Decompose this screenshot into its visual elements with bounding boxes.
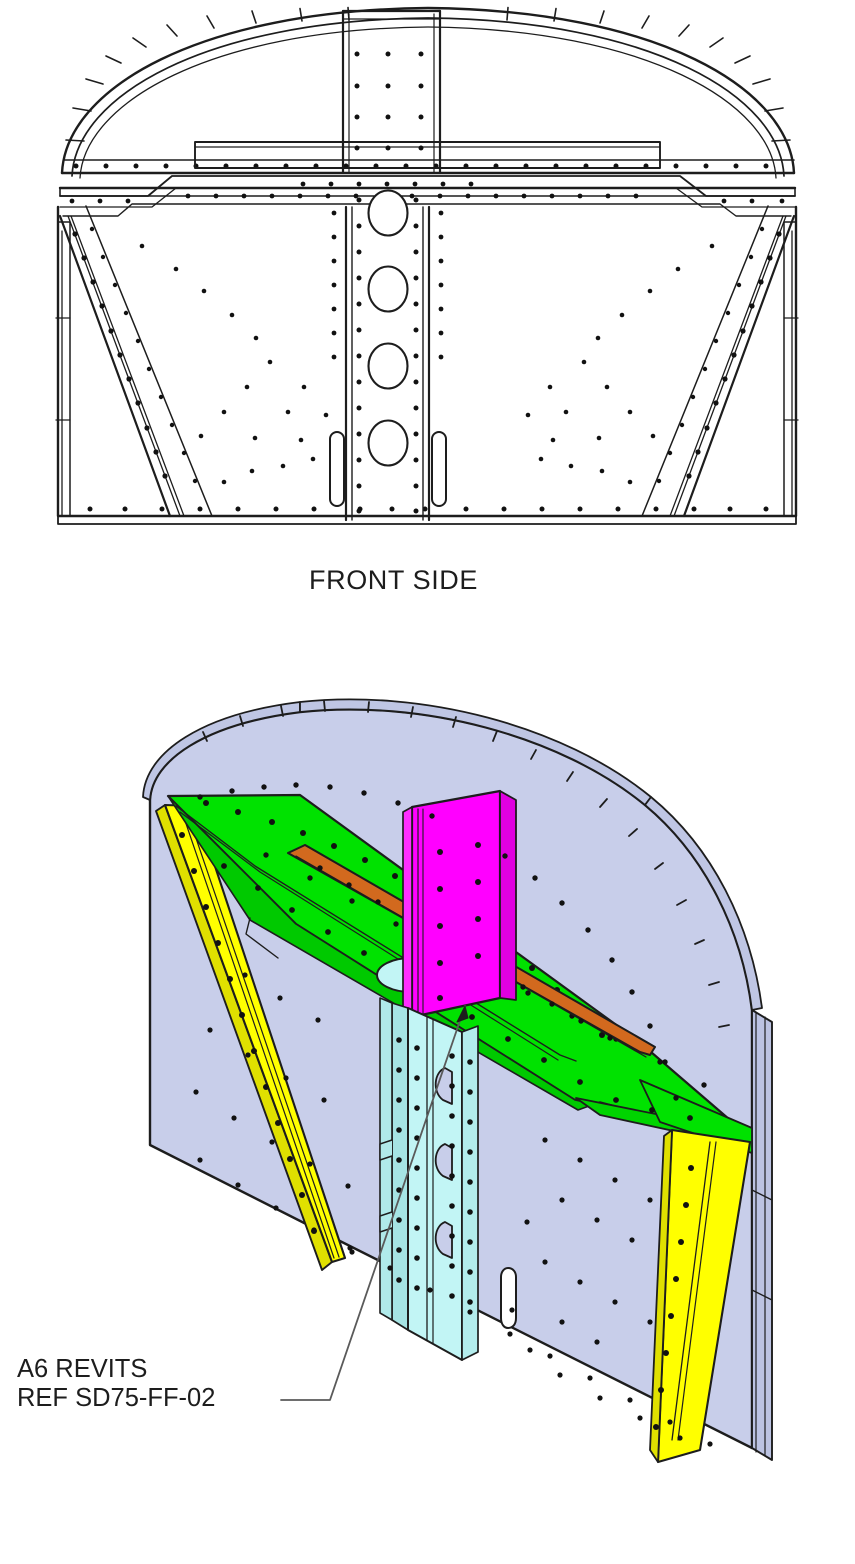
iso-cyan-stiffener-column xyxy=(379,997,479,1361)
callout-arrow-head xyxy=(456,1005,469,1023)
front-column-rivets xyxy=(356,197,419,514)
iso-right-edge-flange xyxy=(751,1009,773,1461)
callout-leader-line xyxy=(280,1005,466,1401)
front-arc-segment-ticks xyxy=(65,6,350,142)
iso-yellow-left-strut xyxy=(155,803,347,1271)
iso-arc-flange-tabs xyxy=(142,698,763,1028)
front-cap-plate xyxy=(194,141,661,169)
front-second-flange-rivets xyxy=(69,181,785,204)
front-left-strut-rivets xyxy=(72,226,198,484)
front-left-edge-member xyxy=(55,221,71,517)
callout-line-1: A6 REVITS xyxy=(17,1355,148,1383)
front-outer-contour xyxy=(60,6,796,179)
front-top-flange-rivets xyxy=(73,163,769,169)
iso-panel-slot-hole xyxy=(500,1267,517,1329)
front-upper-centre-bracket xyxy=(341,9,442,175)
front-field-rivets-left xyxy=(139,243,329,485)
iso-magenta-bracket xyxy=(402,789,517,1021)
iso-orange-cap-strip xyxy=(287,844,656,1058)
front-bottom-rivets xyxy=(87,506,769,512)
front-lower-web xyxy=(56,203,798,525)
front-centre-stiffener-column xyxy=(344,205,431,522)
front-view-label: FRONT SIDE xyxy=(309,565,479,595)
front-right-edge-member xyxy=(783,221,799,517)
iso-web-panel xyxy=(148,708,754,1450)
callout-line-2: REF SD75-FF-02 xyxy=(17,1384,216,1412)
front-top-flange xyxy=(58,159,797,197)
iso-panel-rivets xyxy=(193,782,713,1447)
front-slot-holes xyxy=(329,431,447,507)
front-right-diagonal-strut xyxy=(641,205,796,518)
front-column-lightening-holes xyxy=(367,189,409,467)
front-left-diagonal-strut xyxy=(58,205,213,518)
front-upper-bracket-rivets xyxy=(354,51,424,151)
rivet-callout-note: A6 REVITS REF SD75-FF-02 xyxy=(17,1355,215,1413)
front-arc-segment-ticks-right xyxy=(506,6,791,142)
front-field-rivets-right xyxy=(525,243,715,485)
iso-green-beam xyxy=(166,793,753,1154)
front-view xyxy=(55,6,799,525)
isometric-view xyxy=(142,698,773,1464)
front-second-flange xyxy=(59,175,796,208)
front-right-strut-rivets xyxy=(656,226,782,484)
iso-yellow-right-strut xyxy=(649,1128,752,1464)
front-web-rivets-adjacent xyxy=(331,210,444,360)
